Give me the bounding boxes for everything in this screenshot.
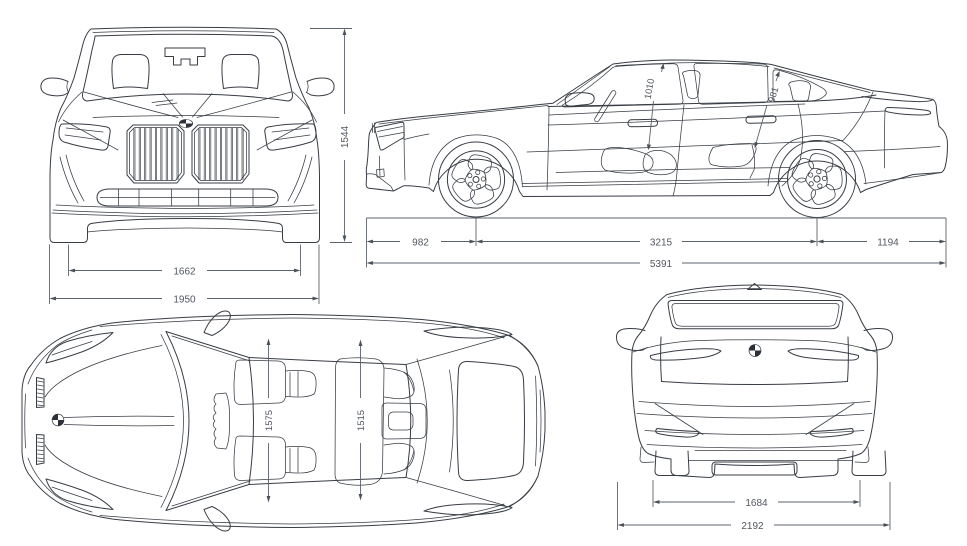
svg-text:1684: 1684 [745,498,768,509]
svg-text:1544: 1544 [340,125,351,148]
svg-text:1010: 1010 [643,78,656,100]
svg-text:2192: 2192 [741,521,764,532]
svg-text:1662: 1662 [173,267,196,278]
svg-text:982: 982 [412,238,429,249]
svg-text:1515: 1515 [356,410,367,431]
svg-text:3215: 3215 [650,238,673,249]
svg-text:1950: 1950 [173,295,196,306]
svg-text:981: 981 [766,86,780,104]
svg-text:1194: 1194 [877,238,899,249]
svg-text:5391: 5391 [650,259,673,270]
svg-text:1575: 1575 [264,410,275,431]
